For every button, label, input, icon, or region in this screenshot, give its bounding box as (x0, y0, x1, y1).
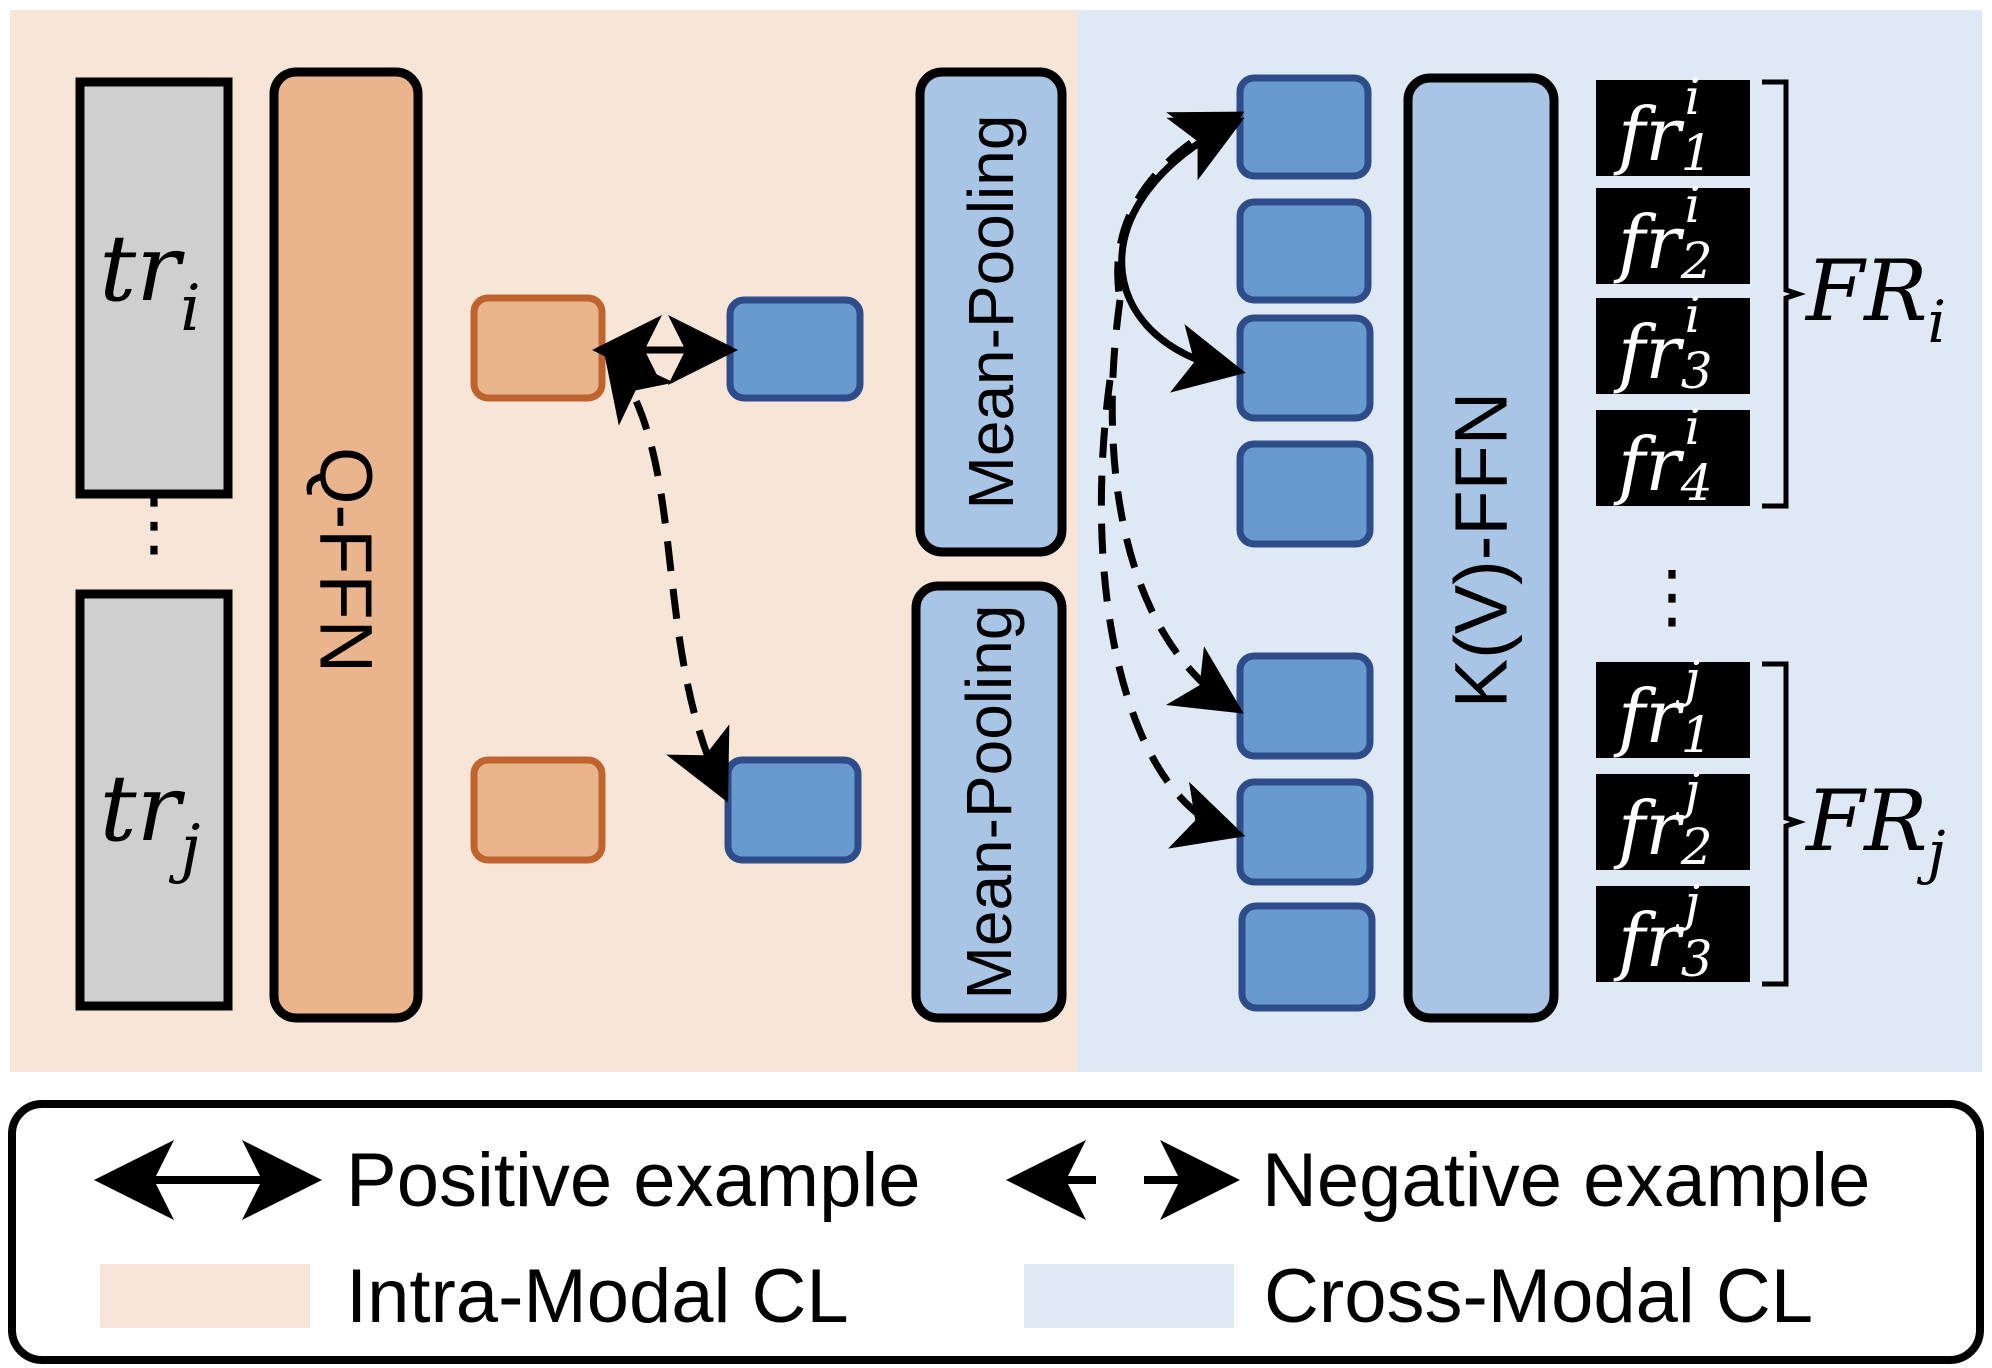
brace-j (1762, 661, 1806, 987)
svg-text:fr1i: fr1i (1613, 68, 1713, 182)
key-embedding-j3 (1238, 902, 1376, 1012)
svg-text:fr4i: fr4i (1613, 398, 1713, 512)
legend-intra-swatch (100, 1264, 310, 1328)
negative-arrow-cross-j2 (1097, 379, 1246, 849)
legend-cross-label: Cross-Modal CL (1264, 1254, 1813, 1339)
kv-ffn-label: K(V)-FFN (1440, 392, 1523, 709)
feature-box-j2: fr2j (1596, 762, 1750, 876)
group-label-j: FRj (1804, 772, 1946, 886)
mean-pooling-top-label: Mean-Pooling (955, 115, 1027, 510)
legend-positive-label: Positive example (346, 1138, 921, 1223)
feature-box-i4: fr4i (1596, 398, 1750, 512)
token-box-j (75, 589, 233, 1011)
legend-cross-swatch (1024, 1264, 1234, 1328)
key-embedding-i1 (1236, 74, 1372, 180)
feature-box-i1: fr1i (1596, 68, 1750, 182)
q-ffn-label: Q-FFN (305, 447, 388, 673)
query-embedding-top (470, 294, 606, 402)
svg-text:fr2i: fr2i (1613, 176, 1713, 290)
feature-box-j1: fr1j (1596, 650, 1750, 764)
q-ffn-block (269, 67, 423, 1023)
token-box-i (75, 77, 233, 499)
kv-ffn-block (1403, 73, 1559, 1023)
legend-box (8, 1100, 1984, 1364)
svg-text:fr3j: fr3j (1613, 874, 1713, 988)
brace-i (1762, 79, 1806, 509)
svg-text:fr1j: fr1j (1613, 650, 1713, 764)
negative-arrow-cross-top (1114, 111, 1245, 301)
feature-box-i3: fr3i (1596, 286, 1750, 400)
key-embedding-j2 (1236, 778, 1374, 886)
key-embedding-i2 (1236, 198, 1372, 304)
negative-arrow-cross-j1 (1108, 299, 1244, 714)
pooled-embedding-top (726, 296, 864, 402)
svg-text:fr2j: fr2j (1613, 762, 1713, 876)
mean-pooling-bottom (911, 581, 1067, 1023)
key-embedding-i4 (1236, 440, 1374, 548)
token-ellipsis: ⋮ (119, 485, 189, 563)
negative-arrow-intra (603, 348, 730, 803)
legend-intra-label: Intra-Modal CL (346, 1254, 849, 1339)
feature-box-j3: fr3j (1596, 874, 1750, 988)
legend-negative-label: Negative example (1262, 1138, 1870, 1223)
feature-ellipsis: ⋮ (1637, 557, 1707, 635)
svg-text:fr3i: fr3i (1613, 286, 1713, 400)
query-embedding-bottom (470, 756, 606, 864)
token-label-i: tri (99, 215, 200, 346)
key-embedding-i3 (1236, 314, 1374, 422)
mean-pooling-bottom-label: Mean-Pooling (953, 605, 1025, 1000)
feature-box-i2: fr2i (1596, 176, 1750, 290)
key-embedding-j1 (1236, 652, 1374, 760)
mean-pooling-top (915, 67, 1067, 557)
group-label-i: FRi (1804, 242, 1946, 356)
pooled-embedding-bottom (724, 756, 862, 864)
